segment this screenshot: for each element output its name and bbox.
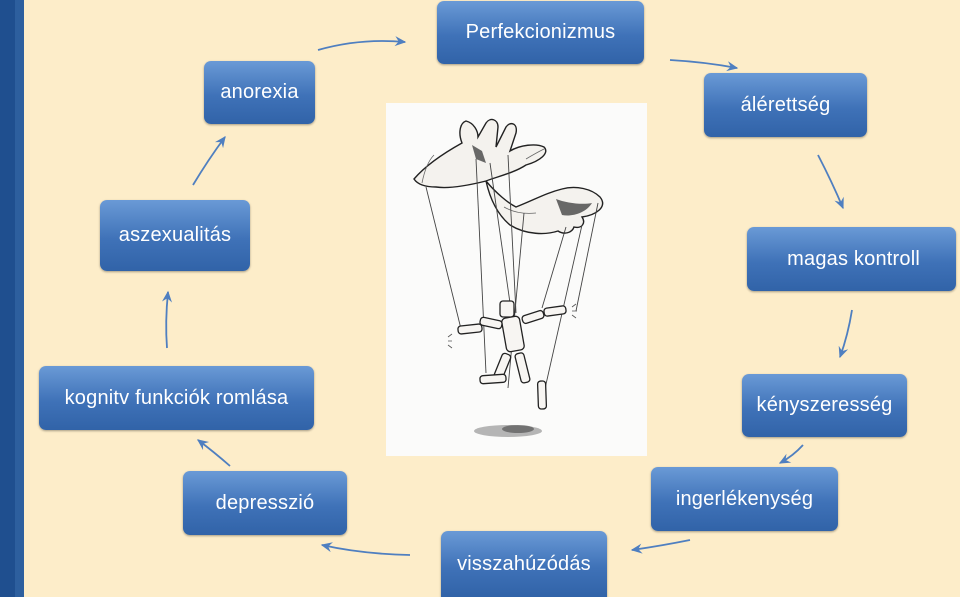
puppet-shadow — [474, 425, 542, 437]
node-kenyszeresseg: kényszeresség — [742, 374, 907, 437]
node-alerettseg: álérettség — [704, 73, 867, 137]
arrow-anorexia-to-perfekcionizmus — [317, 36, 407, 51]
arrow-visszahuzodas-to-depresszio — [320, 542, 411, 556]
arrow-aszexualitas-to-anorexia — [192, 135, 226, 186]
arrow-ingerlekenyseg-to-visszahuzodas — [630, 539, 691, 554]
arrow-magas-kontroll-to-kenyszeresseg — [838, 309, 853, 359]
node-depresszio: depresszió — [183, 471, 347, 535]
node-aszexualitas: aszexualitás — [100, 200, 250, 271]
marionette-puppet-illustration — [386, 103, 647, 456]
node-magas-kontroll: magas kontroll — [747, 227, 956, 291]
arrow-depresszio-to-kognitv — [196, 439, 231, 467]
hand-icon — [413, 118, 604, 235]
marionette-drawing — [413, 118, 604, 437]
arrow-alerettseg-to-magas-kontroll — [817, 154, 844, 210]
arrow-perfekcionizmus-to-alerettseg — [669, 59, 739, 72]
node-perfekcionizmus: Perfekcionizmus — [437, 1, 644, 64]
node-kognitv: kognitv funkciók romlása — [39, 366, 314, 430]
left-accent-bar — [0, 0, 24, 597]
arrow-kognitv-to-aszexualitas — [161, 290, 173, 349]
node-anorexia: anorexia — [204, 61, 315, 124]
node-ingerlekenyseg: ingerlékenység — [651, 467, 838, 531]
puppet-figure-icon — [457, 300, 567, 410]
node-visszahuzodas: visszahúzódás — [441, 531, 607, 597]
arrow-kenyszeresseg-to-ingerlekenyseg — [778, 444, 804, 464]
